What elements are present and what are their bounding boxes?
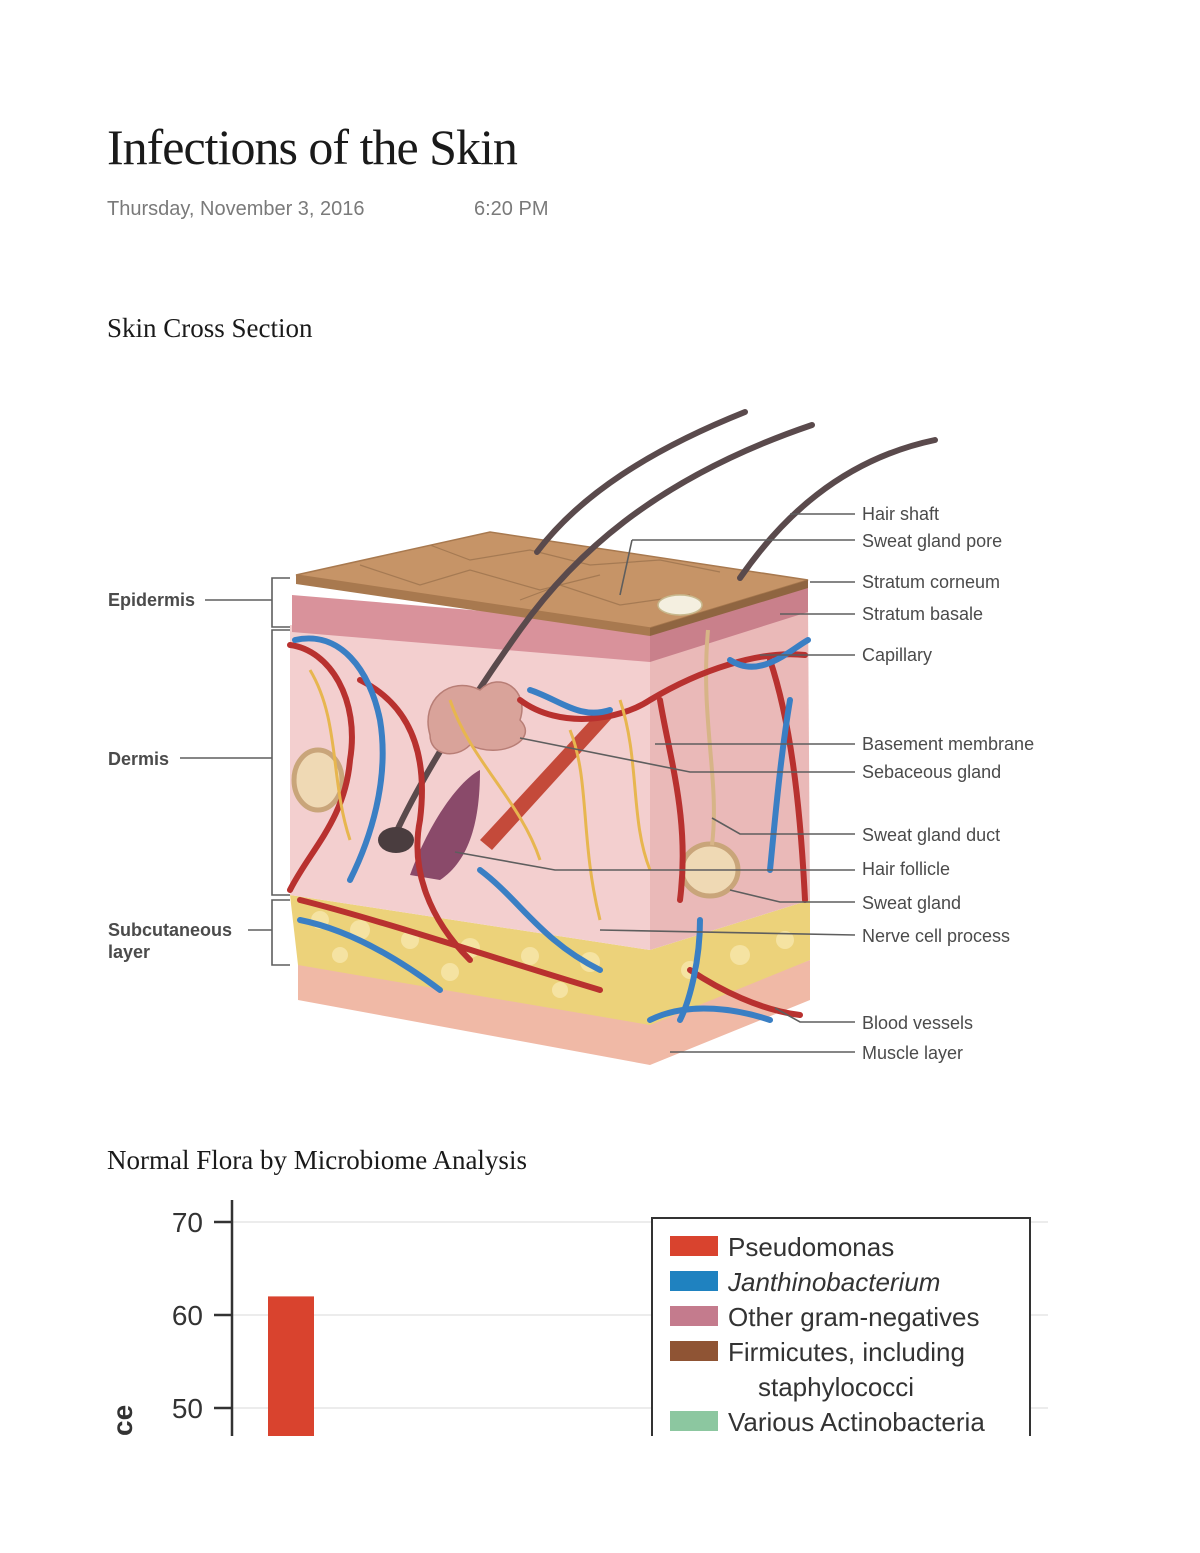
y-axis-label-fragment: ce — [107, 1405, 138, 1436]
left-brackets — [180, 577, 290, 966]
epidermis-side-band — [650, 580, 808, 662]
sweat-pore-shape — [657, 594, 703, 616]
label-nerve-cell-process: Nerve cell process — [862, 926, 1010, 946]
label-subcutaneous: Subcutaneous — [108, 920, 232, 940]
y-tick-label: 60 — [172, 1300, 203, 1331]
legend-label: Various Actinobacteria — [728, 1407, 985, 1436]
label-muscle-layer: Muscle layer — [862, 1043, 963, 1063]
label-basement-membrane: Basement membrane — [862, 734, 1034, 754]
skin-cross-section-diagram: Epidermis Dermis Subcutaneous layer Hair… — [108, 409, 1034, 1065]
y-axis-ticks: 70 60 50 — [172, 1207, 232, 1424]
page-title: Infections of the Skin — [107, 119, 518, 175]
hair-shafts — [392, 409, 938, 838]
label-epidermis: Epidermis — [108, 590, 195, 610]
label-sweat-gland-duct: Sweat gland duct — [862, 825, 1000, 845]
epidermis-front-band — [292, 595, 650, 662]
arrector-muscle-shape — [480, 710, 612, 850]
sebaceous-gland-shape — [427, 681, 527, 755]
epidermis-edge — [296, 575, 650, 636]
page-time: 6:20 PM — [474, 198, 549, 220]
label-stratum-basale: Stratum basale — [862, 604, 983, 624]
label-dermis: Dermis — [108, 749, 169, 769]
label-sweat-gland: Sweat gland — [862, 893, 961, 913]
legend-swatch — [670, 1341, 718, 1361]
legend-label: Firmicutes, including — [728, 1337, 965, 1367]
fat-layer-shape — [290, 895, 810, 1025]
label-sweat-gland-pore: Sweat gland pore — [862, 531, 1002, 551]
hair-follicle-shape — [410, 770, 480, 880]
section-heading-skin: Skin Cross Section — [107, 313, 313, 343]
legend-swatch — [670, 1411, 718, 1431]
label-hair-follicle: Hair follicle — [862, 859, 950, 879]
chart-bars — [268, 1296, 314, 1436]
legend-swatch — [670, 1306, 718, 1326]
hair-bulb-shape — [378, 827, 414, 853]
label-layer: layer — [108, 942, 150, 962]
bar-pseudomonas — [268, 1296, 314, 1436]
sweat-gland-duct-shape — [704, 629, 716, 846]
microbiome-bar-chart: 70 60 50 ce PseudomonasJanthinobacteriumOt… — [107, 1200, 1048, 1436]
legend-swatch — [670, 1236, 718, 1256]
legend-label: staphylococci — [758, 1372, 914, 1402]
label-sebaceous-gland: Sebaceous gland — [862, 762, 1001, 782]
legend-label: Other gram-negatives — [728, 1302, 979, 1332]
section-heading-flora: Normal Flora by Microbiome Analysis — [107, 1145, 527, 1175]
label-blood-vessels: Blood vessels — [862, 1013, 973, 1033]
legend-label: Pseudomonas — [728, 1232, 894, 1262]
epidermis-side-edge — [650, 580, 808, 636]
page-date: Thursday, November 3, 2016 — [107, 198, 365, 220]
legend-label: Janthinobacterium — [727, 1267, 940, 1297]
right-leader-lines — [454, 513, 856, 1053]
y-tick-label: 50 — [172, 1393, 203, 1424]
y-tick-label: 70 — [172, 1207, 203, 1238]
label-hair-shaft: Hair shaft — [862, 504, 939, 524]
label-capillary: Capillary — [862, 645, 932, 665]
legend-swatch — [670, 1271, 718, 1291]
arteries — [287, 642, 808, 1018]
label-stratum-corneum: Stratum corneum — [862, 572, 1000, 592]
